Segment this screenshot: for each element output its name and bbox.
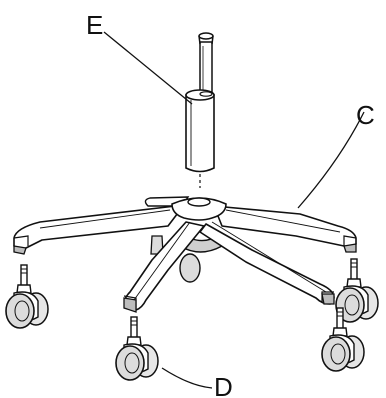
callout-e-label: E	[86, 10, 103, 40]
caster-left	[5, 264, 49, 329]
gas-lift-cylinder	[185, 32, 215, 188]
callout-d: D	[161, 367, 233, 398]
caster-front-left	[115, 316, 159, 381]
callout-e: E	[86, 10, 193, 105]
five-star-base	[13, 196, 357, 313]
callout-d-label: D	[214, 372, 233, 398]
callout-c-label: C	[356, 100, 375, 130]
callout-c: C	[297, 100, 375, 209]
